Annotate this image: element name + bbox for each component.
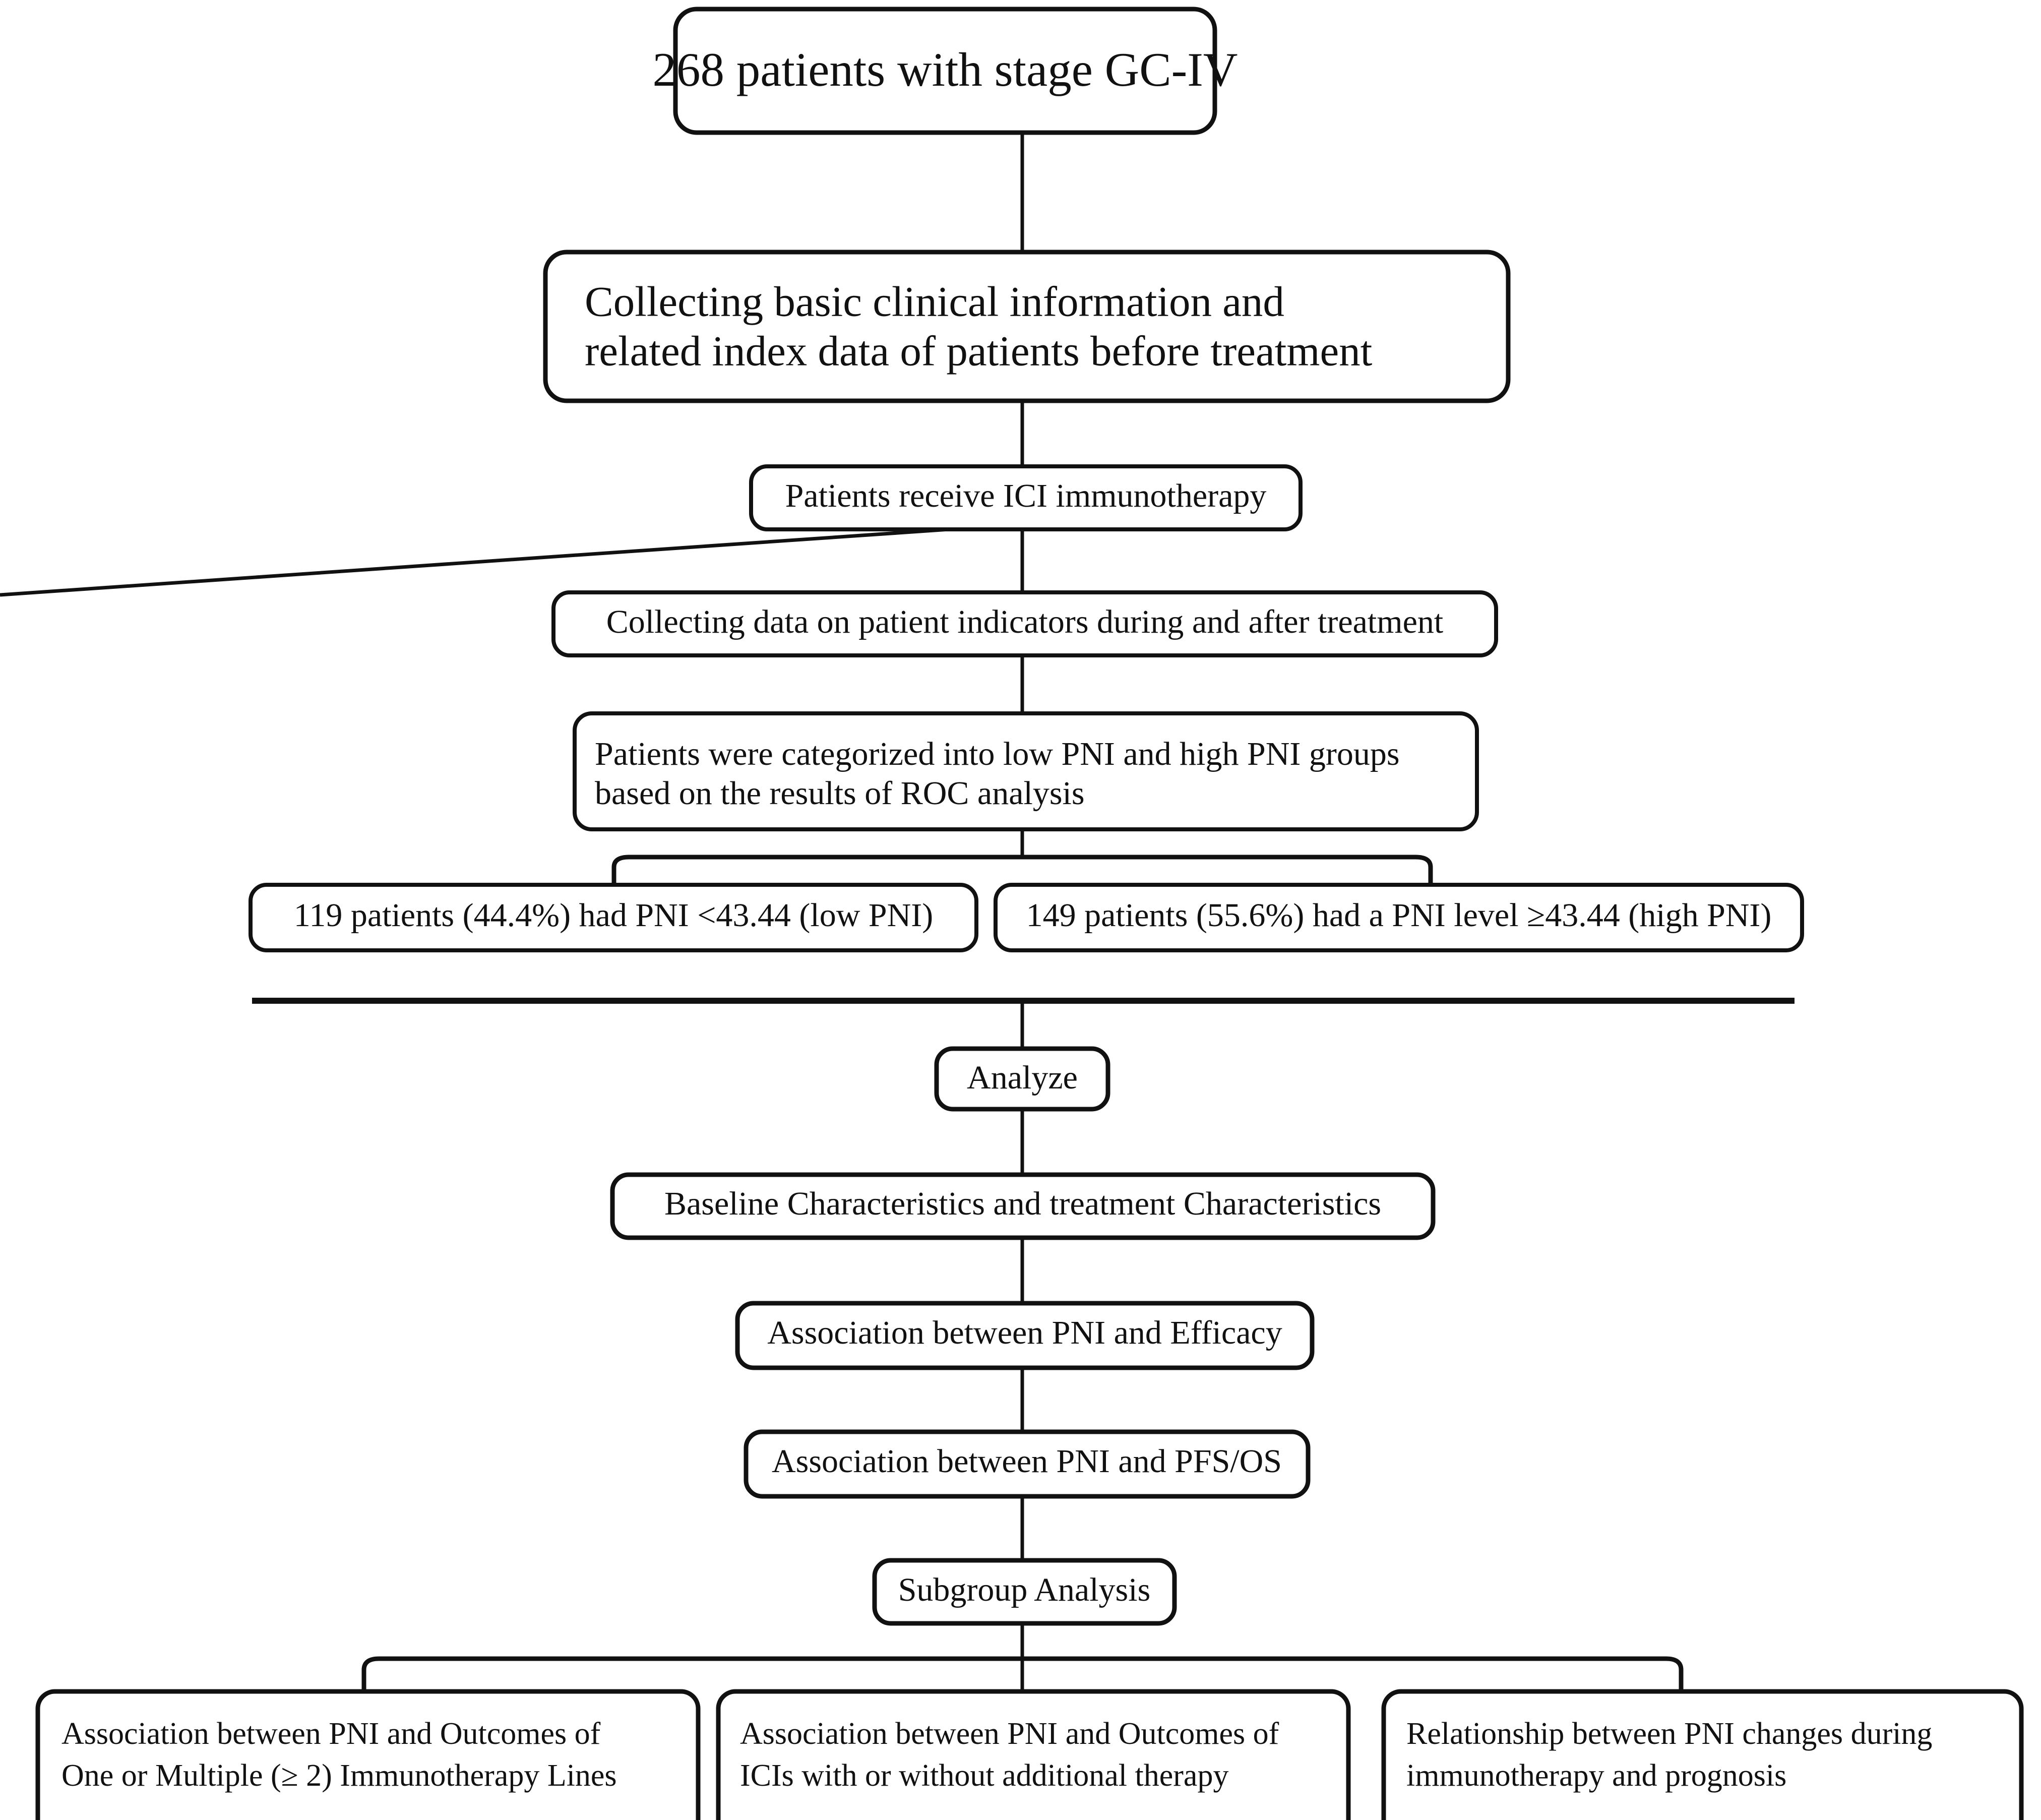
node-high-pni-box: [994, 883, 1804, 952]
node-high-pni-label: 149 patients (55.6%) had a PNI level ≥43…: [1026, 897, 1772, 934]
node-collect-during-after-label: Collecting data on patient indicators du…: [606, 603, 1443, 640]
node-collect-baseline-line1: Collecting basic clinical information an…: [585, 278, 1284, 326]
node-patients-total-label: 268 patients with stage GC-IV: [653, 43, 1238, 96]
node-receive-ici-label: Patients receive ICI immunotherapy: [785, 477, 1267, 514]
node-analyze-label: Analyze: [967, 1059, 1078, 1096]
bracket-pni-split: [611, 855, 1433, 887]
node-low-pni[interactable]: 119 patients (44.4%) had PNI <43.44 (low…: [249, 883, 978, 952]
node-subgroup-analysis[interactable]: Subgroup Analysis: [872, 1558, 1177, 1626]
node-pni-pfs-os-box: [744, 1429, 1311, 1499]
node-categorize-roc-line2: based on the results of ROC analysis: [595, 775, 1085, 812]
node-subgroup-analysis-label: Subgroup Analysis: [898, 1571, 1151, 1608]
node-patients-total[interactable]: 268 patients with stage GC-IV: [653, 7, 1238, 135]
node-collect-during-after[interactable]: Collecting data on patient indicators du…: [551, 590, 1498, 657]
node-subgroup-additional[interactable]: Association between PNI and Outcomes of …: [716, 1689, 1351, 1820]
node-subgroup-lines-line2: One or Multiple (≥ 2) Immunotherapy Line…: [61, 1758, 617, 1793]
node-patients-total-box: [673, 7, 1217, 135]
node-low-pni-label: 119 patients (44.4%) had PNI <43.44 (low…: [294, 897, 933, 934]
node-subgroup-lines-line1: Association between PNI and Outcomes of: [61, 1717, 601, 1751]
node-receive-ici-box: [749, 464, 1303, 531]
node-subgroup-changes-line1: Relationship between PNI changes during: [1406, 1717, 1932, 1751]
node-collect-baseline-line2: related index data of patients before tr…: [585, 328, 1373, 375]
node-baseline-characteristics-box: [610, 1172, 1436, 1240]
node-subgroup-additional-box: [716, 1689, 1351, 1820]
node-pni-pfs-os[interactable]: Association between PNI and PFS/OS: [744, 1429, 1311, 1499]
node-categorize-roc-line1: Patients were categorized into low PNI a…: [595, 736, 1400, 772]
node-subgroup-lines[interactable]: Association between PNI and Outcomes of …: [35, 1689, 701, 1820]
node-subgroup-additional-line2: ICIs with or without additional therapy: [740, 1758, 1228, 1793]
node-pni-pfs-os-label: Association between PNI and PFS/OS: [772, 1443, 1282, 1480]
node-pni-efficacy-box: [735, 1301, 1315, 1370]
node-pni-efficacy-label: Association between PNI and Efficacy: [767, 1314, 1282, 1351]
node-collect-baseline-box: [543, 250, 1511, 403]
node-subgroup-changes-box: [1381, 1689, 2024, 1820]
node-subgroup-additional-line1: Association between PNI and Outcomes of: [740, 1717, 1279, 1751]
node-subgroup-lines-box: [35, 1689, 701, 1820]
node-categorize-roc[interactable]: Patients were categorized into low PNI a…: [573, 711, 1479, 831]
connector-ici-to-during: [0, 522, 1023, 597]
node-receive-ici[interactable]: Patients receive ICI immunotherapy: [749, 464, 1303, 531]
node-low-pni-box: [249, 883, 978, 952]
node-pni-efficacy[interactable]: Association between PNI and Efficacy: [735, 1301, 1315, 1370]
node-collect-during-after-box: [551, 590, 1498, 657]
node-analyze[interactable]: Analyze: [934, 1046, 1110, 1112]
node-collect-baseline[interactable]: Collecting basic clinical information an…: [543, 250, 1511, 403]
node-baseline-characteristics-label: Baseline Characteristics and treatment C…: [664, 1185, 1381, 1222]
node-high-pni[interactable]: 149 patients (55.6%) had a PNI level ≥43…: [994, 883, 1804, 952]
node-baseline-characteristics[interactable]: Baseline Characteristics and treatment C…: [610, 1172, 1436, 1240]
node-subgroup-changes-line2: immunotherapy and prognosis: [1406, 1758, 1786, 1793]
connector-group: [0, 129, 1795, 1695]
node-subgroup-analysis-box: [872, 1558, 1177, 1626]
node-categorize-roc-box: [573, 711, 1479, 831]
node-subgroup-changes[interactable]: Relationship between PNI changes during …: [1381, 1689, 2024, 1820]
node-analyze-box: [934, 1046, 1110, 1112]
